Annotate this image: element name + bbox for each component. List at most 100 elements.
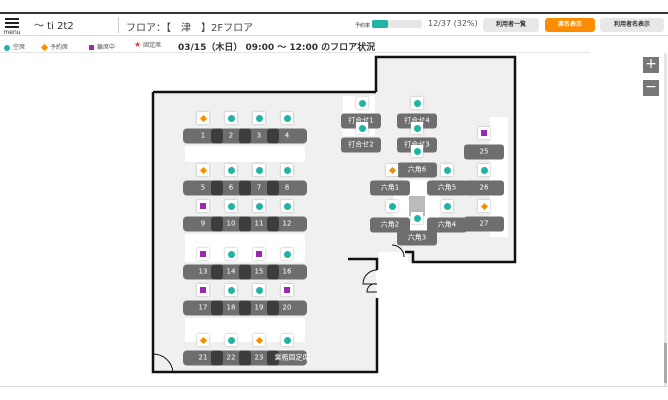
seat-status-away-icon[interactable] — [197, 200, 209, 212]
seat-23[interactable]: 23 — [254, 353, 264, 362]
desk-divider — [267, 128, 279, 144]
seat-21[interactable]: 21 — [198, 353, 208, 362]
seat-15[interactable]: 15 — [254, 267, 264, 276]
seat-status-vacant-icon[interactable] — [411, 97, 423, 109]
seat-25[interactable]: 25 — [464, 144, 504, 160]
seat-status-away-icon[interactable] — [253, 248, 265, 260]
seat-status-vacant-icon[interactable] — [281, 248, 293, 260]
seat-status-vacant-icon[interactable] — [281, 164, 293, 176]
desk-divider — [239, 300, 251, 316]
seat-13[interactable]: 13 — [198, 267, 208, 276]
seat-9[interactable]: 9 — [200, 219, 206, 228]
seat-六角4[interactable]: 六角4 — [427, 217, 467, 233]
seat-7[interactable]: 7 — [256, 183, 262, 192]
seat-status-vacant-icon[interactable] — [356, 97, 368, 109]
seat-status-vacant-icon[interactable] — [225, 334, 237, 346]
seat-六角6[interactable]: 六角6 — [397, 162, 437, 178]
seat-六角1[interactable]: 六角1 — [370, 180, 410, 196]
seat-status-vacant-icon[interactable] — [281, 200, 293, 212]
seat-status-vacant-icon[interactable] — [411, 122, 423, 134]
legend-away: 離席中 — [89, 42, 115, 51]
seat-3[interactable]: 3 — [256, 131, 262, 140]
seat-10[interactable]: 10 — [226, 219, 236, 228]
seat-2[interactable]: 2 — [228, 131, 234, 140]
seat-22[interactable]: 22 — [226, 353, 236, 362]
desk-divider — [239, 350, 251, 366]
progress-label: 予約率 — [355, 23, 371, 29]
seat-status-vacant-icon[interactable] — [281, 112, 293, 124]
seat-status-away-icon[interactable] — [281, 284, 293, 296]
seat-12[interactable]: 12 — [282, 219, 292, 228]
seat-status-vacant-icon[interactable] — [225, 112, 237, 124]
seat-11[interactable]: 11 — [254, 219, 264, 228]
seat-5[interactable]: 5 — [200, 183, 206, 192]
seat-status-vacant-icon[interactable] — [441, 164, 453, 176]
desk-divider — [267, 216, 279, 232]
seat-status-vacant-icon[interactable] — [225, 248, 237, 260]
floor-title: フロア：【 津 】2Fフロア — [126, 23, 254, 34]
seat-19[interactable]: 19 — [254, 303, 264, 312]
desk-divider — [211, 216, 223, 232]
legend-fixed: ★固定席 — [134, 40, 162, 49]
legend-vacant: 空席 — [4, 42, 25, 51]
seat-status-away-icon[interactable] — [478, 127, 490, 139]
seat-六角3[interactable]: 六角3 — [397, 230, 437, 246]
seat-status-reserved-icon[interactable] — [253, 334, 265, 346]
zoom-out-button[interactable]: − — [643, 80, 659, 96]
seat-六角5[interactable]: 六角5 — [427, 180, 467, 196]
seat-status-reserved-icon[interactable] — [197, 164, 209, 176]
seat-status-reserved-icon[interactable] — [197, 112, 209, 124]
seat-status-away-icon[interactable] — [197, 284, 209, 296]
desk-divider — [239, 264, 251, 280]
seat-name-button[interactable]: 席名表示 — [545, 18, 595, 32]
user-name-button[interactable]: 利用者名表示 — [600, 18, 664, 32]
seat-status-vacant-icon[interactable] — [356, 122, 368, 134]
desk-divider — [211, 300, 223, 316]
seat-status-reserved-icon[interactable] — [478, 200, 490, 212]
seat-16[interactable]: 16 — [282, 267, 292, 276]
seat-status-vacant-icon[interactable] — [441, 200, 453, 212]
seat-status-vacant-icon[interactable] — [411, 212, 423, 224]
seat-8[interactable]: 8 — [284, 183, 290, 192]
header: menu 〜 ti 2t2 フロア：【 津 】2Fフロア 予約率 12/37 (… — [0, 14, 668, 36]
desk-divider — [211, 264, 223, 280]
seat-status-vacant-icon[interactable] — [386, 200, 398, 212]
seat-status-vacant-icon[interactable] — [411, 145, 423, 157]
seat-20[interactable]: 20 — [282, 303, 292, 312]
seat-status-vacant-icon[interactable] — [225, 164, 237, 176]
seat-打合せ2[interactable]: 打合せ2 — [341, 137, 381, 153]
seat-status-vacant-icon[interactable] — [281, 334, 293, 346]
scrollbar[interactable] — [664, 53, 667, 386]
seat-status-vacant-icon[interactable] — [478, 164, 490, 176]
seat-status-vacant-icon[interactable] — [253, 112, 265, 124]
desk-divider — [267, 350, 279, 366]
seat-26[interactable]: 26 — [464, 180, 504, 196]
seat-status-vacant-icon[interactable] — [253, 200, 265, 212]
legend-reserved: 予約席 — [40, 42, 68, 52]
divider — [0, 52, 590, 53]
seat-打合せ4[interactable]: 打合せ4 — [397, 113, 437, 129]
seat-業務固定席[interactable]: 業務固定席 — [274, 353, 310, 362]
seat-4[interactable]: 4 — [284, 131, 290, 140]
seat-status-away-icon[interactable] — [197, 248, 209, 260]
seat-status-reserved-icon[interactable] — [386, 164, 398, 176]
seat-27[interactable]: 27 — [464, 216, 504, 232]
seat-1[interactable]: 1 — [200, 131, 206, 140]
seat-18[interactable]: 18 — [226, 303, 236, 312]
menu-button[interactable]: menu — [3, 16, 21, 36]
zoom-in-button[interactable]: + — [643, 57, 659, 73]
seat-六角2[interactable]: 六角2 — [370, 217, 410, 233]
desk-divider — [267, 180, 279, 196]
seat-status-vacant-icon[interactable] — [253, 164, 265, 176]
seat-打合せ1[interactable]: 打合せ1 — [341, 113, 381, 129]
seat-6[interactable]: 6 — [228, 183, 234, 192]
user-list-button[interactable]: 利用者一覧 — [483, 18, 539, 32]
logo: 〜 ti 2t2 — [34, 17, 119, 33]
seat-status-reserved-icon[interactable] — [197, 334, 209, 346]
seat-status-vacant-icon[interactable] — [225, 284, 237, 296]
seat-14[interactable]: 14 — [226, 267, 236, 276]
seat-17[interactable]: 17 — [198, 303, 208, 312]
seat-status-vacant-icon[interactable] — [253, 284, 265, 296]
seat-status-vacant-icon[interactable] — [225, 200, 237, 212]
